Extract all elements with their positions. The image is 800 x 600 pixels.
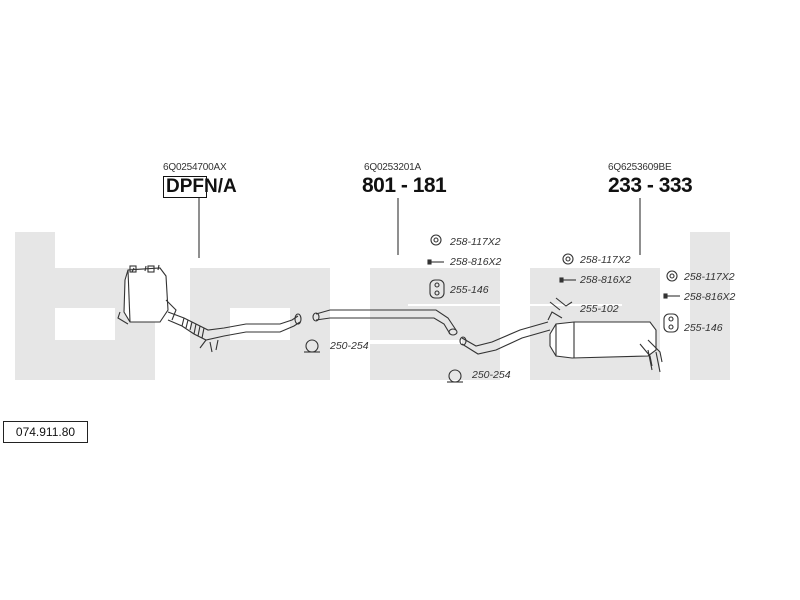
- hanger-icon: [549, 297, 573, 311]
- fitting-label: 258-117X2: [684, 271, 735, 283]
- ring-icon: [666, 270, 678, 282]
- rubber-mount-icon: [429, 279, 445, 299]
- oem-number-rear: 6Q6253609BE: [608, 162, 672, 173]
- clamp-icon: [304, 339, 320, 353]
- fitting-label: 255-102: [580, 303, 619, 315]
- fitting-label: 258-816X2: [684, 291, 736, 303]
- oem-number-dpf: 6Q0254700AX: [163, 162, 227, 173]
- oem-number-middle: 6Q0253201A: [364, 162, 421, 173]
- dpf-badge: DPF: [163, 176, 207, 198]
- fitting-label: 258-117X2: [580, 254, 631, 266]
- reference-number: 074.911.80: [3, 421, 88, 443]
- bolt-icon: [663, 293, 680, 299]
- fitting-label: 250-254: [330, 340, 369, 352]
- fitting-label: 258-117X2: [450, 236, 501, 248]
- ring-icon: [430, 234, 442, 246]
- bolt-icon: [427, 259, 444, 265]
- bolt-icon: [559, 277, 576, 283]
- fitting-label: 255-146: [684, 322, 723, 334]
- front-pipe: [167, 311, 302, 353]
- fitting-label: 258-816X2: [450, 256, 502, 268]
- fitting-label: 255-146: [450, 284, 489, 296]
- rubber-mount-icon: [663, 313, 679, 333]
- part-number-rear: 233 - 333: [608, 174, 693, 197]
- ring-icon: [562, 253, 574, 265]
- part-number-middle: 801 - 181: [362, 174, 447, 197]
- clamp-icon: [447, 369, 463, 383]
- fitting-label: 250-254: [472, 369, 511, 381]
- fitting-label: 258-816X2: [580, 274, 632, 286]
- part-number-dpf: N/A: [204, 176, 237, 197]
- middle-pipe: [312, 309, 458, 336]
- rear-silencer: [547, 311, 663, 373]
- dpf-unit: [117, 264, 177, 325]
- connecting-pipe: [459, 321, 551, 355]
